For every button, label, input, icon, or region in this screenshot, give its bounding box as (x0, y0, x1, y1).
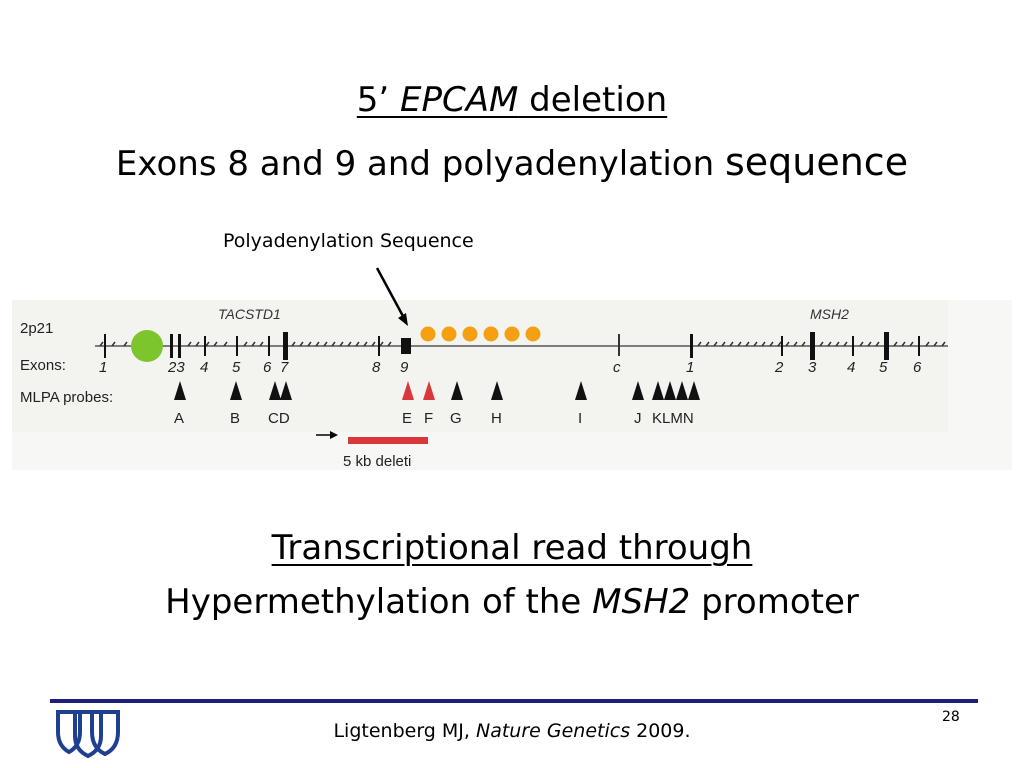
probe-label: B (230, 410, 240, 427)
diagram-inner-panel (12, 300, 948, 432)
citation-author: Ligtenberg MJ, (333, 720, 476, 742)
exon-mark (104, 334, 106, 358)
probe-triangle (230, 381, 242, 400)
exon-number: 6 (263, 359, 272, 376)
exon-mark (852, 336, 854, 356)
probe-label: G (450, 410, 462, 427)
exon-number: 1 (686, 359, 694, 376)
exon-number: c (613, 359, 621, 376)
exon-number: 5 (232, 359, 241, 376)
gene-msh2-label: MSH2 (810, 306, 849, 322)
subtitle-end: sequence (724, 140, 909, 184)
exon-mark (170, 334, 173, 358)
deletion-label: 5 kb deleti (343, 453, 411, 470)
polyadenylation-annotation: Polyadenylation Sequence (223, 230, 474, 252)
probe-triangle (269, 381, 281, 400)
exon-number: 4 (200, 359, 208, 376)
tacstd1-exons (104, 332, 411, 360)
institution-logo (56, 710, 120, 759)
probe-label: H (491, 410, 502, 427)
exon-number: 5 (879, 359, 888, 376)
msh2-exons (690, 332, 920, 360)
probe-triangles (174, 381, 700, 400)
msh2-gene (697, 341, 946, 347)
probe-triangle (174, 381, 186, 400)
probes-label: MLPA probes: (20, 389, 113, 406)
exon-mark (178, 334, 181, 358)
title-suffix: deletion (518, 80, 668, 120)
title-gene: EPCAM (400, 80, 519, 120)
footer-rule (50, 699, 978, 703)
exon-number: 3 (808, 359, 817, 376)
probe-labels: A B CD E F G H I J KLMN (174, 410, 694, 427)
gene-tacstd1-label: TACSTD1 (218, 306, 281, 322)
page-number: 28 (942, 709, 960, 725)
subtitle-main: Exons 8 and 9 and polyadenylation (115, 144, 725, 184)
read-through-heading: Transcriptional read through (0, 528, 1024, 568)
probe-triangle (451, 381, 463, 400)
probe-triangle (280, 381, 292, 400)
exons-label: Exons: (20, 357, 66, 374)
hypermethylation-line: Hypermethylation of the MSH2 promoter (0, 582, 1024, 622)
exon-mark (283, 332, 288, 360)
title-underlined: 5’ EPCAM deletion (357, 80, 667, 120)
probe-label: I (578, 410, 582, 427)
chromosome-label: 2p21 (20, 320, 53, 337)
citation: Ligtenberg MJ, Nature Genetics 2009. (0, 720, 1024, 742)
probe-triangle (664, 381, 676, 400)
annotation-arrow-line (375, 267, 406, 319)
exon-number: 7 (280, 359, 289, 376)
probe-triangle (575, 381, 587, 400)
exon-9-block (401, 338, 411, 354)
tacstd1-gene (99, 341, 392, 347)
c-mark (618, 334, 620, 356)
probe-label: A (174, 410, 184, 427)
probe-triangle (688, 381, 700, 400)
annotation-arrow-head (398, 313, 408, 326)
exon-number: 6 (913, 359, 922, 376)
read-through-text: Transcriptional read through (271, 528, 753, 568)
deletion-direction-head (330, 431, 338, 439)
probe-triangle (491, 381, 503, 400)
probe-triangle-deleted (423, 381, 435, 400)
probe-label: F (424, 410, 433, 427)
probe-label: J (634, 410, 642, 427)
slide-title: 5’ EPCAM deletion (0, 80, 1024, 120)
hypermethylation-gene: MSH2 (592, 582, 691, 622)
exon-mark (690, 334, 693, 358)
exon-mark (204, 336, 206, 356)
hypermethylation-suffix: promoter (690, 582, 859, 622)
probe-label: E (402, 410, 412, 427)
citation-year: 2009. (630, 720, 691, 742)
exon-mark (884, 332, 889, 360)
title-prefix: 5’ (356, 80, 401, 120)
polya-dots (420, 326, 541, 342)
probe-triangle (676, 381, 688, 400)
exon-mark (268, 336, 270, 356)
probe-label: CD (268, 410, 290, 427)
green-marker-dot (131, 330, 163, 362)
exon-mark (781, 336, 783, 356)
exon-number: 23 (167, 359, 185, 376)
gene-diagram: TACSTD1 MSH2 2p21 Exons: MLPA probes: 1 … (12, 267, 948, 470)
exon-number: 2 (774, 359, 784, 376)
probe-triangle-deleted (402, 381, 414, 400)
probe-triangle (652, 381, 664, 400)
exon-mark (378, 336, 380, 356)
exon-mark (918, 336, 920, 356)
probe-triangle (632, 381, 644, 400)
probe-label: KLMN (652, 410, 694, 427)
hypermethylation-prefix: Hypermethylation of the (165, 582, 593, 622)
slide-subtitle: Exons 8 and 9 and polyadenylation sequen… (0, 140, 1024, 184)
exon-number: 8 (372, 359, 381, 376)
exon-numbers: 1 23 4 5 6 7 8 9 c 1 2 3 4 5 6 (99, 359, 922, 376)
exon-number: 1 (99, 359, 107, 376)
exon-mark (236, 336, 238, 356)
exon-number: 4 (847, 359, 855, 376)
citation-journal: Nature Genetics (475, 720, 631, 742)
deletion-bar (348, 437, 428, 444)
exon-number: 9 (400, 359, 409, 376)
exon-mark (810, 332, 815, 360)
